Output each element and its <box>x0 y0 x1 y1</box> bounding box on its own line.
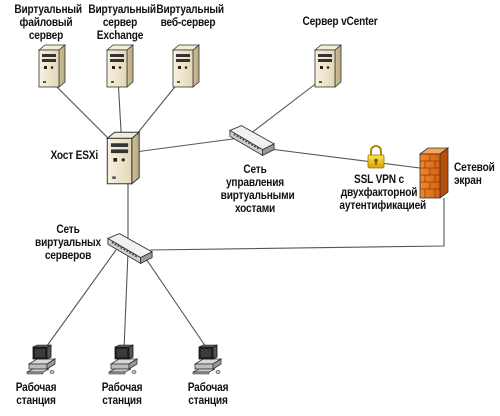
esxi-host-icon[interactable] <box>106 131 140 185</box>
label-line: Сетевой <box>454 162 495 174</box>
label-line: виртуальными <box>220 190 295 202</box>
vcenter-server-icon[interactable] <box>314 44 342 88</box>
label-line: экран <box>454 175 482 187</box>
firewall-label: Сетевой экран <box>454 162 495 188</box>
file-server-label: Виртуальный файловый сервер <box>14 4 82 43</box>
label-line: сервер <box>102 17 138 29</box>
label-line: серверов <box>44 250 92 262</box>
label-line: сервер <box>28 30 64 42</box>
file-server-icon[interactable] <box>38 44 66 88</box>
label-line: двухфакторной <box>340 187 418 199</box>
link-management-switch-firewall <box>261 147 421 169</box>
link-server-switch-workstation-2 <box>123 251 129 351</box>
label-line: хостами <box>234 203 276 215</box>
esxi-host-label: Хост ESXi <box>29 150 98 163</box>
workstation-1-icon[interactable] <box>26 344 56 375</box>
web-server-label: Виртуальный веб-сервер <box>156 4 224 30</box>
workstation-3-icon[interactable] <box>192 344 222 375</box>
label-line: Рабочая <box>15 382 57 394</box>
label-line: Хост ESXi <box>50 150 98 162</box>
label-line: Рабочая <box>101 382 143 394</box>
label-line: Exchange <box>96 30 144 42</box>
padlock-icon <box>367 145 385 169</box>
label-line: станция <box>16 395 56 407</box>
label-line: веб-сервер <box>160 17 216 29</box>
link-server-switch-workstation-1 <box>43 249 117 351</box>
exchange-server-label: Виртуальный сервер Exchange <box>88 4 156 43</box>
server-switch-icon[interactable] <box>107 232 153 265</box>
label-line: Виртуальный <box>14 4 82 16</box>
label-line: Виртуальный <box>156 4 224 16</box>
ssl-vpn-label: SSL VPN с двухфакторной аутентификацией <box>339 174 427 213</box>
label-line: управления <box>225 177 285 189</box>
exchange-server-icon[interactable] <box>106 44 134 88</box>
management-network-label: Сеть управления виртуальными хостами <box>220 164 295 216</box>
link-server-switch-firewall <box>149 198 445 251</box>
label-line: аутентификацией <box>339 200 427 212</box>
label-line: виртуальных <box>35 237 101 249</box>
vcenter-server-label: Сервер vCenter <box>296 16 384 29</box>
web-server-icon[interactable] <box>172 44 200 88</box>
label-line: станция <box>102 395 142 407</box>
server-network-label: Сеть виртуальных серверов <box>35 224 102 263</box>
label-line: Виртуальный <box>88 4 156 16</box>
label-line: SSL VPN с <box>354 174 404 186</box>
firewall-icon[interactable] <box>418 147 450 199</box>
label-line: Рабочая <box>187 382 229 394</box>
label-line: Сервер vCenter <box>302 16 378 28</box>
workstation-2-label: Рабочая станция <box>96 382 149 408</box>
workstation-2-icon[interactable] <box>108 344 138 375</box>
workstation-1-label: Рабочая станция <box>10 382 63 408</box>
label-line: Сеть <box>56 224 80 236</box>
workstation-3-label: Рабочая станция <box>182 382 235 408</box>
link-management-switch-vcenter <box>249 81 319 135</box>
management-switch-icon[interactable] <box>229 124 275 157</box>
link-host-management-switch <box>134 137 241 153</box>
link-server-switch-workstation-3 <box>139 249 209 351</box>
label-line: станция <box>188 395 228 407</box>
label-line: файловый <box>19 17 73 29</box>
label-line: Сеть <box>243 164 267 176</box>
